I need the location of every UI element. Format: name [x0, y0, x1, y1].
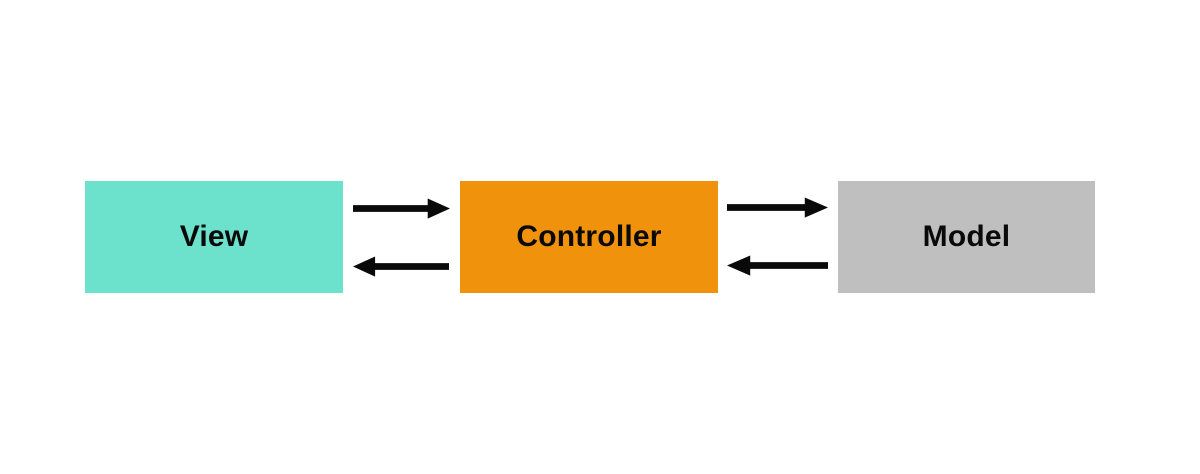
arrow-right-icon	[727, 197, 828, 218]
node-model: Model	[838, 181, 1095, 293]
node-controller: Controller	[460, 181, 718, 293]
arrow-right-icon	[353, 198, 450, 219]
arrow-left-icon	[353, 256, 449, 277]
node-controller-label: Controller	[516, 220, 662, 253]
node-view: View	[85, 181, 343, 293]
node-model-label: Model	[922, 220, 1011, 253]
arrow-left-icon	[727, 255, 828, 276]
node-view-label: View	[179, 220, 249, 253]
